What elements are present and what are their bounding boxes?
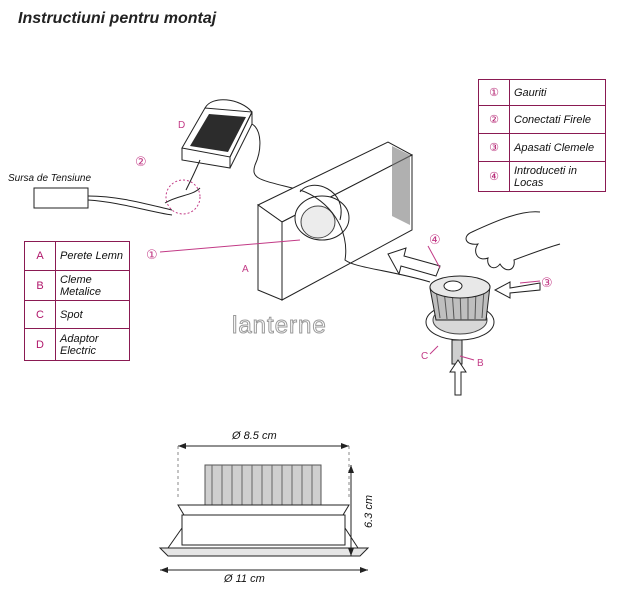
step-key: ③ — [478, 133, 510, 162]
step1-leader — [159, 239, 301, 253]
step-text: Gauriti — [509, 79, 606, 106]
wire-connection-circle — [165, 179, 201, 215]
part-text: Perete Lemn — [55, 241, 130, 271]
power-source-box — [33, 187, 89, 209]
part-key: C — [24, 300, 56, 329]
step4-marker: ④ — [429, 233, 441, 248]
step-text: Apasati Clemele — [509, 133, 606, 162]
part-key: B — [24, 270, 56, 301]
part-text: Cleme Metalice — [55, 270, 130, 301]
part-key: A — [24, 241, 56, 271]
label-b: B — [477, 358, 484, 369]
label-c: C — [421, 351, 428, 362]
part-key: D — [24, 328, 56, 361]
step-key: ② — [478, 105, 510, 134]
step-key: ④ — [478, 161, 510, 192]
part-text: Adaptor Electric — [55, 328, 130, 361]
lamp-spot — [425, 275, 495, 365]
power-source-label: Sursa de Tensiune — [8, 173, 92, 184]
part-text: Spot — [55, 300, 130, 329]
label-d: D — [178, 120, 185, 131]
step3-marker: ③ — [541, 276, 553, 291]
dim-height: 6.3 cm — [363, 495, 375, 528]
lamp-wire — [299, 189, 431, 283]
power-wires — [87, 195, 173, 216]
page-title: Instructiuni pentru montaj — [18, 10, 217, 27]
step-text: Introduceti in Locas — [509, 161, 606, 192]
step1-marker: ① — [146, 248, 158, 263]
dim-top-width: Ø 8.5 cm — [231, 430, 277, 442]
electric-adapter — [181, 99, 301, 191]
clip-arrow — [449, 359, 467, 396]
step2-marker: ② — [135, 155, 147, 170]
wood-wall — [257, 141, 414, 301]
dim-bottom-width: Ø 11 cm — [223, 573, 265, 585]
step-key: ① — [478, 79, 510, 106]
insert-arrow — [387, 247, 441, 277]
hand-illustration — [465, 211, 561, 271]
dimension-drawing: Ø 8.5 cm Ø 11 cm 6.3 cm — [158, 430, 375, 585]
press-arrow — [493, 281, 541, 299]
label-a: A — [242, 264, 249, 275]
watermark: lanterne — [232, 312, 327, 340]
step-text: Conectati Firele — [509, 105, 606, 134]
